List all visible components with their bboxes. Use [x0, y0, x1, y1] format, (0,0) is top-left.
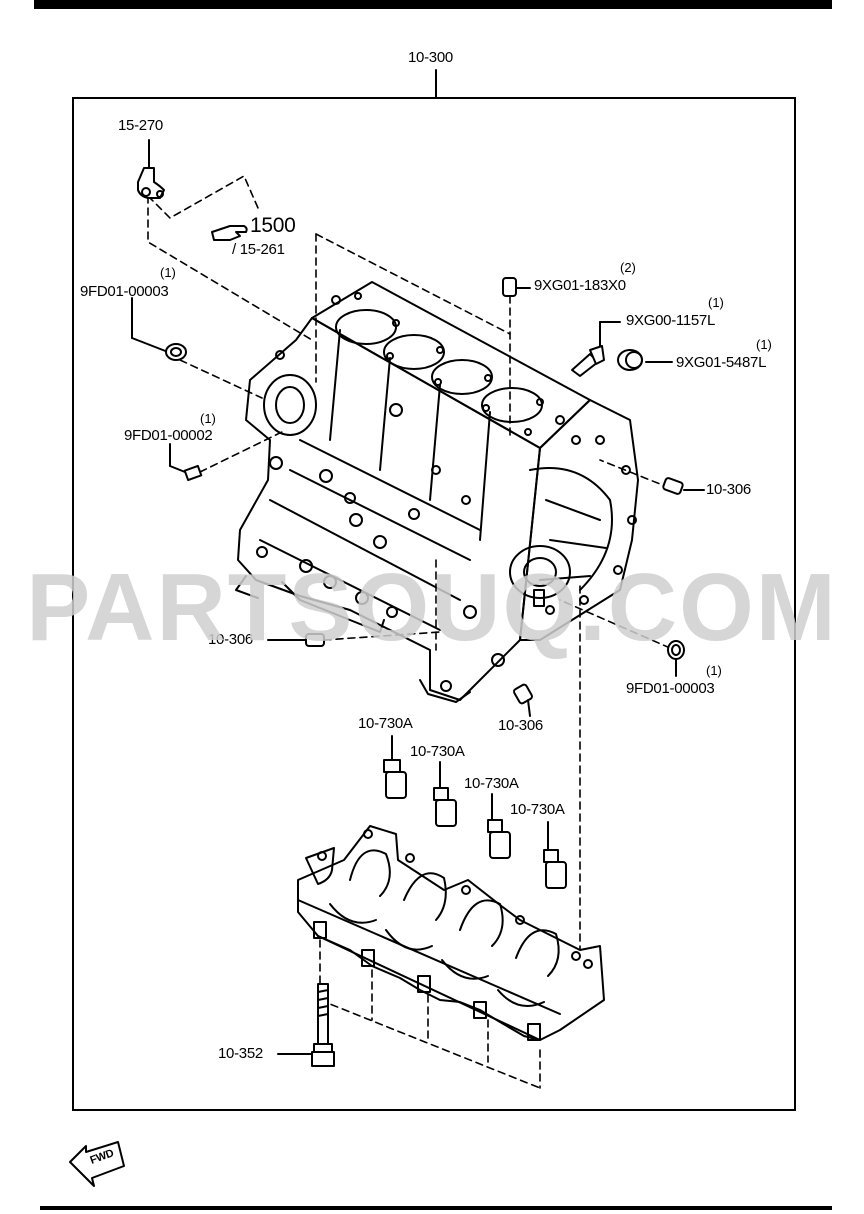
label-10-730A-2: 10-730A	[410, 743, 465, 760]
label-10-306-right: 10-306	[706, 481, 751, 498]
bolt-9XG00-1157L	[571, 321, 621, 377]
cap-9XG01-5487L	[617, 349, 673, 371]
label-10-306-left: 10-306	[208, 631, 253, 648]
plug-9FD01-00003-top	[131, 297, 187, 361]
cylinder-block	[235, 281, 639, 703]
plug-9FD01-00003-bottom	[667, 640, 685, 677]
dashed-leaders	[147, 175, 671, 1089]
fwd-arrow-icon	[69, 1141, 125, 1187]
pointer-hand-icon	[211, 225, 248, 241]
dowel-10-306-right	[662, 477, 705, 495]
label-9XG01-5487L: 9XG01-5487L	[676, 354, 767, 371]
label-9FD01-00003-top: 9FD01-00003	[80, 283, 169, 300]
label-10-730A-3: 10-730A	[464, 775, 519, 792]
label-ref-15-261: / 15-261	[232, 241, 285, 258]
label-10-730A-4: 10-730A	[510, 801, 565, 818]
watermark: PARTSOUQ.COM	[26, 554, 838, 661]
assembly-frame	[72, 97, 796, 1111]
qty-9XG01-5487L: (1)	[756, 337, 772, 352]
label-9XG01-183X0: 9XG01-183X0	[534, 277, 626, 294]
label-10-300: 10-300	[408, 49, 453, 66]
fitting-15-270	[137, 139, 165, 199]
qty-9FD01-00003-top: (1)	[160, 265, 176, 280]
bolt-10-352	[277, 983, 335, 1067]
label-10-352: 10-352	[218, 1045, 263, 1062]
qty-9FD01-00002: (1)	[200, 411, 216, 426]
label-15-270: 15-270	[118, 117, 163, 134]
plug-9FD01-00002	[169, 443, 203, 482]
label-10-730A-1: 10-730A	[358, 715, 413, 732]
label-10-306-bottom: 10-306	[498, 717, 543, 734]
qty-9XG01-183X0: (2)	[620, 260, 636, 275]
qty-9XG00-1157L: (1)	[708, 295, 724, 310]
lash-adjuster-1	[383, 735, 407, 799]
top-rule	[34, 0, 832, 9]
qty-9FD01-00003-bottom: (1)	[706, 663, 722, 678]
label-9FD01-00002: 9FD01-00002	[124, 427, 213, 444]
label-9FD01-00003-bottom: 9FD01-00003	[626, 680, 715, 697]
lash-adjuster-2	[433, 761, 457, 827]
dowel-10-306-bottom	[513, 683, 533, 717]
lash-adjuster-4	[543, 821, 567, 889]
main-bearing-caps	[297, 825, 605, 1041]
lash-adjuster-3	[487, 793, 511, 859]
bottom-rule	[40, 1206, 832, 1210]
dowel-10-306-left	[267, 633, 325, 647]
label-ref-1500: 1500	[250, 214, 296, 237]
label-9XG00-1157L: 9XG00-1157L	[626, 312, 715, 329]
pin-9XG01-183X0	[502, 277, 531, 297]
